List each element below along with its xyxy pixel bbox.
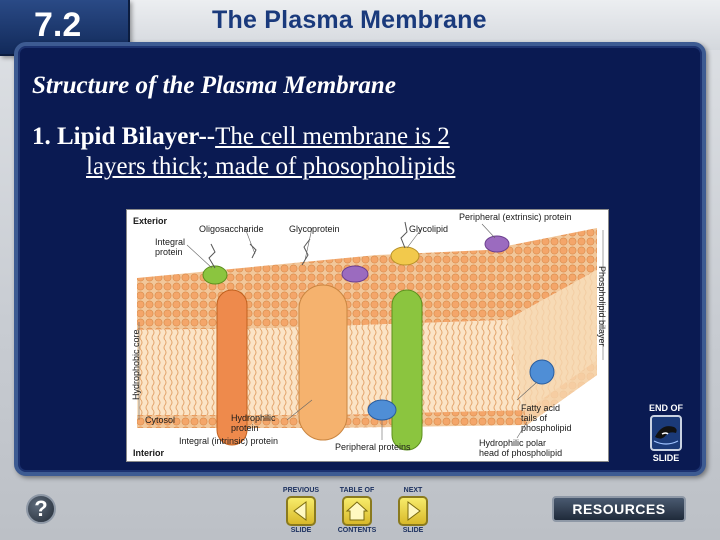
end-of-label: END OF (648, 403, 683, 413)
label-fatty-acid-line1: Fatty acid (521, 403, 561, 413)
toc-subcaption: CONTENTS (337, 527, 377, 534)
orca-icon (650, 415, 682, 451)
point-number: 1. (32, 123, 51, 150)
membrane-diagram: Exterior Oligosaccharide Glycoprotein Gl… (126, 209, 609, 462)
point-definition-line2: layers thick; made of phosopholipids (86, 153, 456, 180)
previous-subcaption: SLIDE (290, 527, 312, 534)
bullet-point: 1. Lipid Bilayer--The cell membrane is 2… (32, 122, 632, 182)
point-definition-line1: The cell membrane is 2 (215, 123, 450, 150)
previous-slide-button[interactable]: PREVIOUS SLIDE (278, 487, 324, 537)
label-integral-protein-line2: protein (155, 247, 183, 257)
end-of-slide-button[interactable]: END OF SLIDE (644, 403, 688, 465)
point-term: Lipid Bilayer-- (57, 123, 216, 150)
resources-button[interactable]: RESOURCES (552, 496, 686, 522)
label-polar-head-line1: Hydrophilic polar (479, 438, 547, 448)
home-icon (342, 496, 372, 526)
label-hydrophobic-core: Hydrophobic core (131, 329, 141, 400)
label-fatty-acid-line3: phospholipid (521, 423, 572, 433)
table-of-contents-button[interactable]: TABLE OF CONTENTS (334, 487, 380, 537)
help-button[interactable]: ? (26, 494, 56, 524)
label-integral-protein-line1: Integral (155, 237, 186, 247)
label-hydrophilic-protein-line1: Hydrophilic (231, 413, 276, 423)
end-slide-label: SLIDE (652, 453, 680, 463)
label-hydrophilic-protein-line2: protein (231, 423, 259, 433)
label-fatty-acid-line2: tails of (521, 413, 548, 423)
previous-caption: PREVIOUS (282, 487, 320, 494)
label-phospholipid-bilayer: Phospholipid bilayer (597, 266, 607, 347)
section-number: 7.2 (34, 6, 82, 44)
arrow-left-icon (286, 496, 316, 526)
slide-title: The Plasma Membrane (212, 6, 487, 34)
next-slide-button[interactable]: NEXT SLIDE (390, 487, 436, 537)
toc-caption: TABLE OF (339, 487, 375, 494)
label-glycolipid: Glycolipid (409, 224, 449, 234)
content-heading: Structure of the Plasma Membrane (32, 72, 396, 99)
next-caption: NEXT (403, 487, 423, 494)
label-glycoprotein: Glycoprotein (289, 224, 340, 234)
label-exterior: Exterior (133, 216, 168, 226)
membrane-illustration (137, 221, 604, 451)
label-polar-head-line2: head of phospholipid (479, 448, 563, 458)
label-peripheral-extrinsic-protein: Peripheral (extrinsic) protein (459, 212, 572, 222)
label-interior: Interior (133, 448, 165, 458)
label-integral-intrinsic-protein: Integral (intrinsic) protein (179, 436, 279, 446)
label-oligosaccharide: Oligosaccharide (199, 224, 264, 234)
label-cytosol: Cytosol (145, 415, 176, 425)
label-peripheral-proteins: Peripheral proteins (335, 442, 411, 452)
arrow-right-icon (398, 496, 428, 526)
next-subcaption: SLIDE (402, 527, 424, 534)
